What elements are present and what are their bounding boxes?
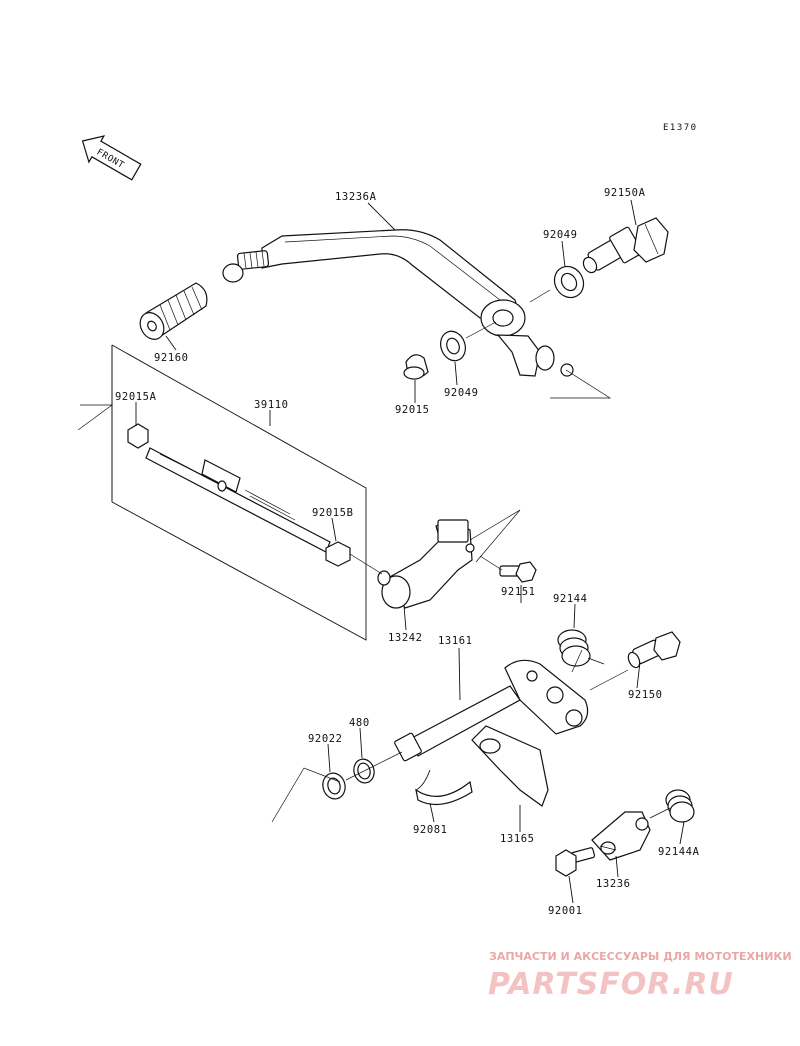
bolt-92001: [555, 847, 596, 877]
part-labels: 13236A 92150A 92049 92049 92160 92015 92…: [115, 187, 700, 917]
leader-lines: [77, 199, 685, 904]
peg-rubber-92160: [139, 282, 208, 340]
tie-rod-39110: [127, 423, 351, 567]
label-480: 480: [349, 717, 370, 729]
label-92081: 92081: [413, 824, 448, 836]
label-92160: 92160: [154, 352, 189, 364]
label-92015B: 92015B: [312, 507, 354, 519]
label-13236A: 13236A: [335, 191, 377, 203]
label-92001: 92001: [548, 905, 583, 917]
label-92150: 92150: [628, 689, 663, 701]
front-arrow-icon: FRONT: [81, 135, 142, 181]
shift-lever-13242: [377, 519, 475, 609]
tie-rod-box: [111, 344, 367, 641]
label-92049-lower: 92049: [444, 387, 479, 399]
watermark-tagline: ЗАПЧАСТИ И АКСЕССУАРЫ ДЛЯ МОТОТЕХНИКИ: [489, 950, 792, 963]
arm-13236: [591, 811, 651, 861]
spring-92144A: [665, 789, 695, 823]
label-92144A: 92144A: [658, 846, 700, 858]
washer-92049-upper: [553, 265, 585, 299]
label-39110: 39110: [254, 399, 289, 411]
shift-shaft-13161: [394, 659, 589, 762]
label-13242: 13242: [388, 632, 423, 644]
washer-92022: [322, 772, 346, 800]
label-13161: 13161: [438, 635, 473, 647]
label-92022: 92022: [308, 733, 343, 745]
label-92150A: 92150A: [604, 187, 646, 199]
label-92015: 92015: [395, 404, 430, 416]
bolt-92150A: [582, 217, 669, 274]
washer-92049-lower: [440, 330, 466, 362]
diagram-code: E1370: [663, 123, 698, 133]
label-92015A: 92015A: [115, 391, 157, 403]
watermark: ЗАПЧАСТИ И АКСЕССУАРЫ ДЛЯ МОТОТЕХНИКИ PA…: [488, 950, 792, 1002]
clip-92081: [415, 769, 473, 806]
label-92144: 92144: [553, 593, 588, 605]
watermark-brand: PARTSFOR.RU: [488, 967, 734, 1002]
bolt-92150: [627, 631, 681, 669]
shift-pedal-13236A: [222, 229, 574, 377]
cap-nut-92015: [403, 354, 429, 380]
label-13236: 13236: [596, 878, 631, 890]
spring-92144: [557, 629, 605, 667]
label-13165: 13165: [500, 833, 535, 845]
label-92151: 92151: [501, 586, 536, 598]
bolt-92151: [499, 561, 537, 583]
label-92049-upper: 92049: [543, 229, 578, 241]
plate-13165: [471, 725, 549, 807]
